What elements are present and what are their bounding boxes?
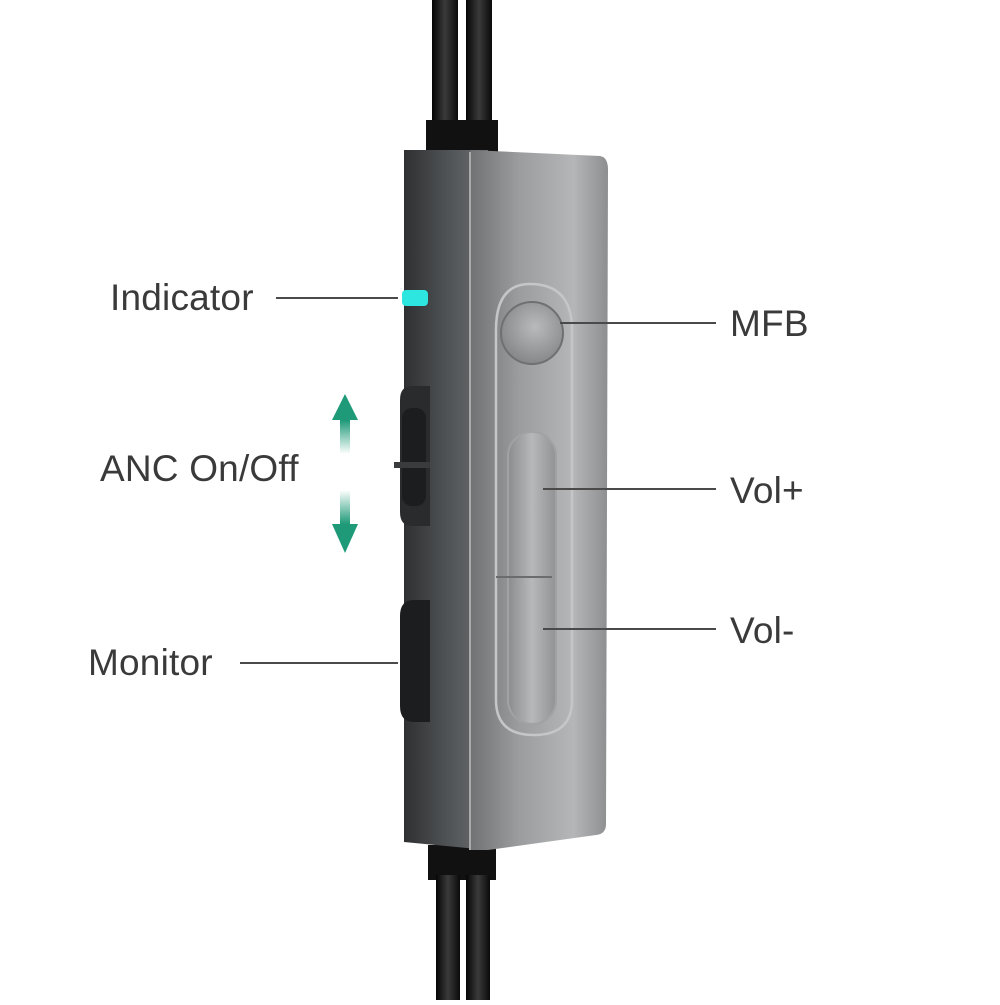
anc-up-arrow-icon	[332, 394, 358, 454]
monitor-button-icon[interactable]	[400, 600, 430, 722]
anc-label: ANC On/Off	[100, 448, 299, 489]
monitor-label: Monitor	[88, 642, 213, 683]
top-cable	[426, 0, 498, 152]
bottom-cable	[428, 845, 496, 1000]
anc-down-arrow-icon	[332, 490, 358, 553]
indicator-led-icon	[402, 290, 428, 306]
mfb-label: MFB	[730, 303, 809, 344]
mfb-button-icon[interactable]	[500, 301, 564, 365]
vol-up-label: Vol+	[730, 470, 804, 511]
indicator-label: Indicator	[110, 277, 254, 318]
vol-down-label: Vol-	[730, 610, 795, 651]
anc-switch-icon[interactable]	[394, 386, 430, 526]
button-track	[494, 282, 574, 737]
volume-rocker-icon[interactable]	[496, 431, 557, 725]
